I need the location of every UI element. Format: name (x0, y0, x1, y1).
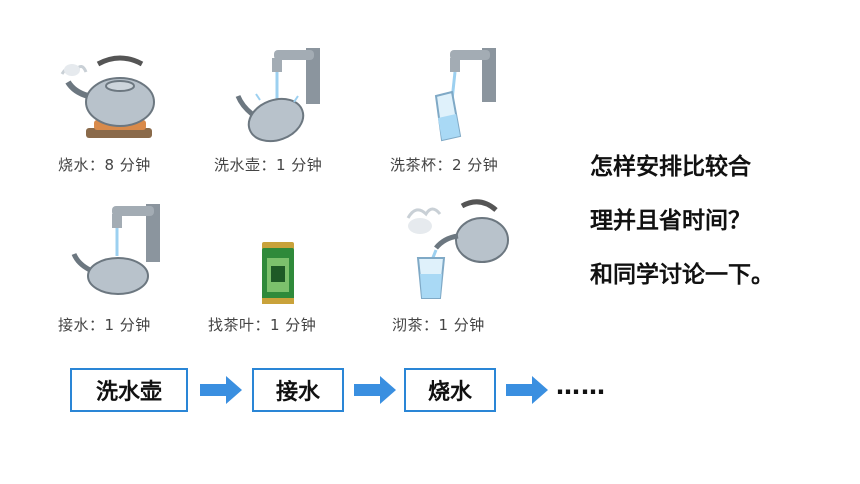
flow-arrow-icon (354, 376, 396, 404)
task-label-make-tea: 沏茶：1 分钟 (392, 316, 485, 334)
filling-kettle-illustration (68, 200, 168, 300)
washing-kettle-icon (235, 48, 320, 143)
flow-arrow-icon (200, 376, 242, 404)
washing-cup-illustration (420, 44, 510, 144)
flow-step-fill-water: 接水 (252, 368, 344, 412)
filling-kettle-icon (71, 204, 160, 295)
pouring-tea-illustration (398, 196, 518, 302)
washing-kettle-illustration (232, 44, 332, 144)
task-label-boil-water: 烧水：8 分钟 (58, 156, 151, 174)
question-line-3: 和同学讨论一下。 (590, 262, 774, 288)
task-label-wash-cup: 洗茶杯：2 分钟 (390, 156, 499, 174)
discussion-question: 怎样安排比较合 理并且省时间？ 和同学讨论一下。 (590, 140, 840, 302)
kettle-on-stove-illustration (58, 52, 168, 142)
tea-canister-illustration (258, 240, 298, 306)
flow-arrow-icon (506, 376, 548, 404)
question-line-1: 怎样安排比较合 (590, 154, 751, 180)
flow-ellipsis: …… (556, 372, 606, 400)
task-label-fill-water: 接水：1 分钟 (58, 316, 151, 334)
tea-canister-icon (262, 242, 294, 304)
pouring-tea-icon (406, 199, 509, 299)
kettle-on-stove-icon (60, 55, 155, 138)
question-line-2: 理并且省时间？ (590, 208, 751, 234)
task-label-wash-kettle: 洗水壶：1 分钟 (214, 156, 323, 174)
task-label-find-tea: 找茶叶：1 分钟 (208, 316, 317, 334)
washing-cup-icon (434, 48, 496, 142)
flow-step-wash-kettle: 洗水壶 (70, 368, 188, 412)
flow-step-boil-water: 烧水 (404, 368, 496, 412)
